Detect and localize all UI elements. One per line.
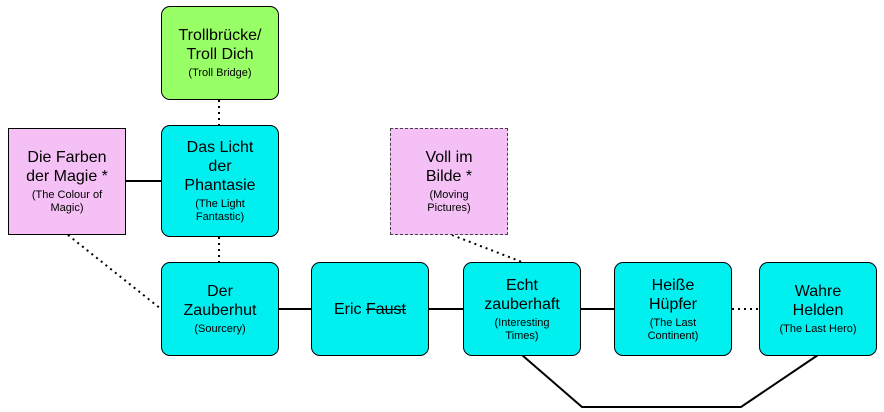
node-title: Echt zauberhaft <box>484 276 560 313</box>
node-subtitle: (The Last Hero) <box>779 323 857 335</box>
node-wahre-helden: Wahre Helden (The Last Hero) <box>759 262 877 356</box>
node-licht-der-phantasie: Das Licht der Phantasie (The Light Fanta… <box>161 125 279 237</box>
node-title: Der Zauberhut <box>183 283 257 319</box>
node-subtitle: (Sourcery) <box>194 323 246 335</box>
title-faust-strikethrough: Faust <box>365 300 406 318</box>
node-der-zauberhut: Der Zauberhut (Sourcery) <box>161 262 279 356</box>
node-title: Eric Faust <box>334 300 406 319</box>
node-title: Voll im Bilde * <box>425 149 473 185</box>
node-echt-zauberhaft: Echt zauberhaft (Interesting Times) <box>463 262 581 356</box>
node-heisse-huepfer: Heiße Hüpfer (The Last Continent) <box>614 262 732 356</box>
node-subtitle: (Moving Pictures) <box>427 189 471 214</box>
node-trollbruecke: Trollbrücke/ Troll Dich (Troll Bridge) <box>161 6 279 100</box>
node-title: Das Licht der Phantasie <box>184 139 256 194</box>
node-farben-der-magie: Die Farben der Magie * (The Colour of Ma… <box>8 128 126 235</box>
node-title: Die Farben der Magie * <box>26 149 108 185</box>
title-eric: Eric <box>333 300 366 318</box>
node-subtitle: (The Colour of Magic) <box>31 189 103 214</box>
connector-bilde-echt <box>451 234 523 263</box>
connector-echt-wahre-bracket <box>521 354 819 408</box>
node-subtitle: (The Light Fantastic) <box>195 198 245 223</box>
node-subtitle: (Troll Bridge) <box>188 67 252 79</box>
node-title: Trollbrücke/ Troll Dich <box>178 27 262 63</box>
node-voll-im-bilde: Voll im Bilde * (Moving Pictures) <box>390 128 508 235</box>
connector-farben-zauberhut <box>67 234 162 310</box>
node-title: Wahre Helden <box>792 283 844 319</box>
node-subtitle: (The Last Continent) <box>647 316 699 342</box>
node-subtitle: (Interesting Times) <box>494 316 550 342</box>
node-title: Heiße Hüpfer <box>648 276 698 313</box>
node-eric-faust: Eric Faust <box>311 262 429 356</box>
